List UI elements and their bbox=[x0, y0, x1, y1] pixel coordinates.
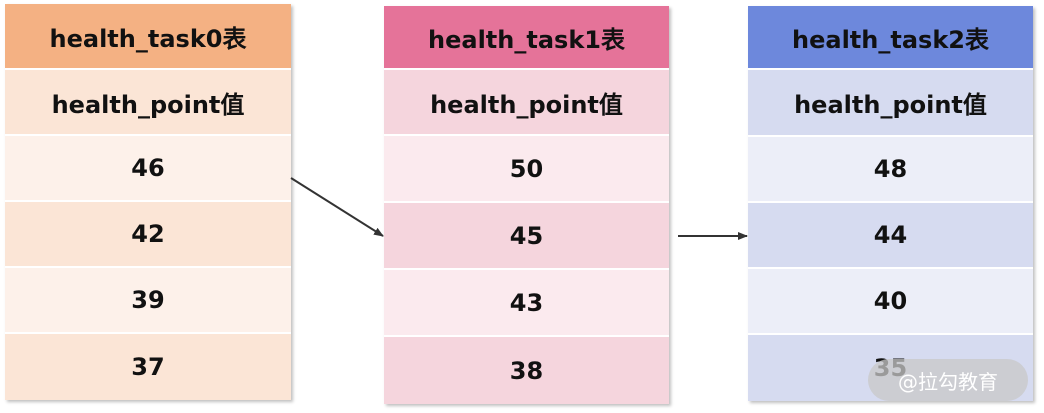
table-cell: 48 bbox=[748, 137, 1033, 203]
column-header: health_point值 bbox=[384, 70, 669, 136]
table-cell: 44 bbox=[748, 203, 1033, 269]
column-header: health_point值 bbox=[748, 70, 1033, 137]
table-cell: 39 bbox=[5, 268, 291, 334]
table-cell: 45 bbox=[384, 203, 669, 270]
table-cell: 43 bbox=[384, 270, 669, 337]
table-title: health_task2表 bbox=[748, 6, 1033, 70]
health-task2-table: health_task2表 health_point值 48 44 40 35 bbox=[748, 6, 1033, 401]
column-header: health_point值 bbox=[5, 70, 291, 136]
table-cell: 42 bbox=[5, 202, 291, 268]
health-task0-table: health_task0表 health_point值 46 42 39 37 bbox=[5, 4, 291, 400]
table-cell: 46 bbox=[5, 136, 291, 202]
table-cell: 40 bbox=[748, 269, 1033, 335]
health-task1-table: health_task1表 health_point值 50 45 43 38 bbox=[384, 6, 669, 404]
watermark-badge: @拉勾教育 bbox=[868, 359, 1028, 401]
table-title: health_task1表 bbox=[384, 6, 669, 70]
table-cell: 38 bbox=[384, 337, 669, 404]
table-cell: 50 bbox=[384, 136, 669, 203]
arrow-task0-to-task1 bbox=[290, 177, 384, 237]
table-cell: 37 bbox=[5, 334, 291, 400]
table-title: health_task0表 bbox=[5, 4, 291, 70]
